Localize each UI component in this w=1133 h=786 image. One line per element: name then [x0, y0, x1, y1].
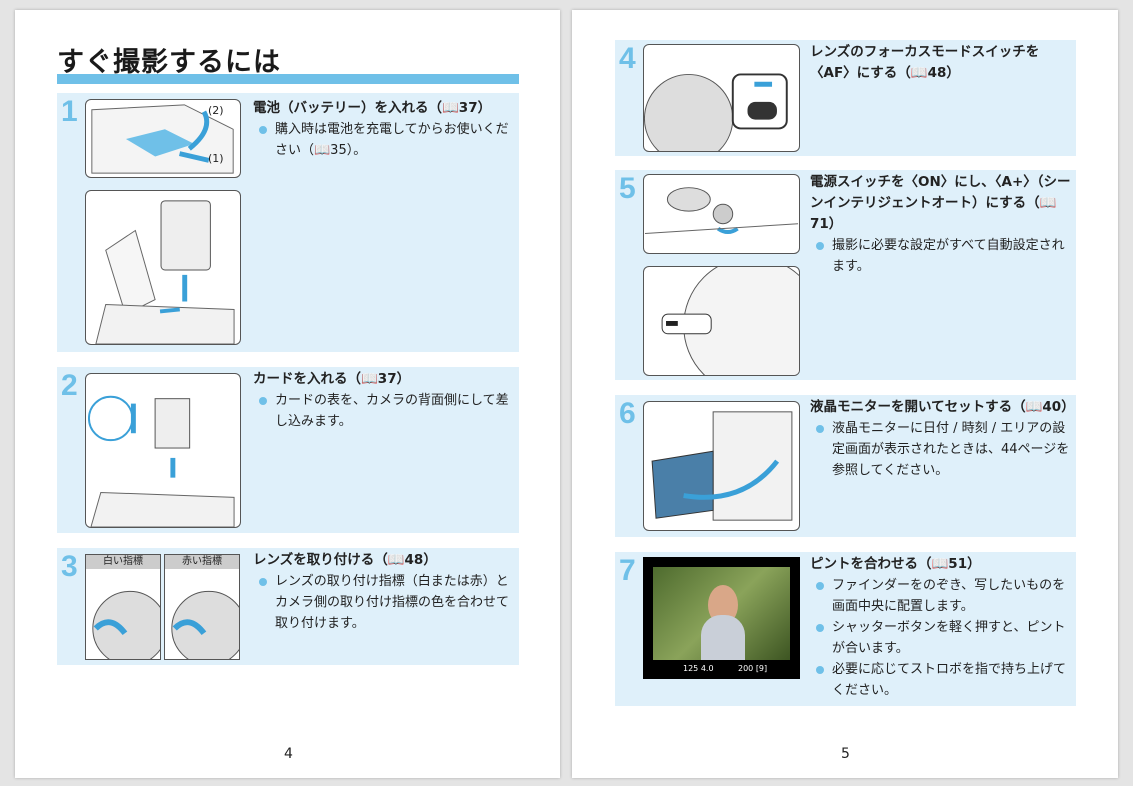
image-label: 白い指標	[86, 555, 160, 569]
step-number: 4	[619, 42, 636, 75]
bullet-item: 液晶モニターに日付 / 時刻 / エリアの設定画面が表示されたときは、44ページ…	[810, 418, 1074, 481]
bullet-item: ファインダーをのぞき、写したいものを画面中央に配置します。	[810, 575, 1074, 617]
step-heading: レンズを取り付ける（📖48）	[253, 552, 437, 568]
bullet-item: シャッターボタンを軽く押すと、ピントが合います。	[810, 617, 1074, 659]
step-heading: レンズのフォーカスモードスイッチを〈AF〉にする（📖48）	[810, 44, 1040, 81]
step-heading: ピントを合わせる（📖51）	[810, 556, 981, 572]
step-5: 5 電源スイッチを〈ON〉にし、〈A+〉（シーンインテリジェントオート）にする（…	[615, 170, 1076, 380]
page-right: 4 レンズのフォーカスモードスイッチを〈AF〉にする（📖48） 5 電源スイッチ…	[572, 10, 1118, 778]
battery-door-illustration: (2) (1)	[85, 99, 241, 178]
bullet-item: カードの表を、カメラの背面側にして差し込みます。	[253, 390, 515, 432]
battery-insert-illustration	[85, 190, 241, 345]
red-mount-illustration: 赤い指標	[164, 554, 240, 660]
lcd-monitor-illustration	[643, 401, 800, 531]
step-text: レンズのフォーカスモードスイッチを〈AF〉にする（📖48）	[810, 42, 1074, 84]
bullet-item: レンズの取り付け指標（白または赤）とカメラ側の取り付け指標の色を合わせて取り付け…	[253, 571, 515, 634]
card-insert-illustration	[85, 373, 241, 528]
step-text: 液晶モニターを開いてセットする（📖40） 液晶モニターに日付 / 時刻 / エリ…	[810, 397, 1075, 481]
page-left: すぐ撮影するには 1 (2) (1) 電池（バッテリー）を入れる（📖37） 購入…	[15, 10, 560, 778]
step-heading: 電池（バッテリー）を入れる（📖37）	[253, 100, 492, 116]
focus-switch-illustration	[643, 44, 800, 152]
mode-dial-illustration	[643, 266, 800, 376]
viewfinder-photo: 125 4.0 200 [9]	[643, 557, 800, 679]
label-2: (2)	[208, 104, 224, 117]
step-3: 3 白い指標 赤い指標 レンズを取り付ける（📖48） レンズの取り付け指標（白ま…	[57, 548, 519, 665]
step-text: ピントを合わせる（📖51） ファインダーをのぞき、写したいものを画面中央に配置し…	[810, 554, 1074, 701]
step-text: 電源スイッチを〈ON〉にし、〈A+〉（シーンインテリジェントオート）にする（📖7…	[810, 172, 1074, 277]
step-number: 1	[61, 95, 78, 128]
viewfinder-exposure: 125 4.0	[683, 664, 714, 673]
step-text: 電池（バッテリー）を入れる（📖37） 購入時は電池を充電してからお使いください（…	[253, 98, 515, 161]
step-number: 6	[619, 397, 636, 430]
step-text: レンズを取り付ける（📖48） レンズの取り付け指標（白または赤）とカメラ側の取り…	[253, 550, 515, 634]
bullet-item: 撮影に必要な設定がすべて自動設定されます。	[810, 235, 1074, 277]
step-4: 4 レンズのフォーカスモードスイッチを〈AF〉にする（📖48）	[615, 40, 1076, 156]
title-bar	[57, 74, 519, 84]
page-number: 4	[284, 746, 293, 762]
page-title: すぐ撮影するには	[57, 47, 281, 78]
step-heading: 液晶モニターを開いてセットする（📖40）	[810, 399, 1075, 415]
step-heading: 電源スイッチを〈ON〉にし、〈A+〉（シーンインテリジェントオート）にする（📖7…	[810, 174, 1071, 232]
step-number: 3	[61, 550, 78, 583]
step-number: 5	[619, 172, 636, 205]
image-label: 赤い指標	[165, 555, 239, 569]
bullet-item: 必要に応じてストロボを指で持ち上げてください。	[810, 659, 1074, 701]
step-number: 2	[61, 369, 78, 402]
step-6: 6 液晶モニターを開いてセットする（📖40） 液晶モニターに日付 / 時刻 / …	[615, 395, 1076, 537]
step-number: 7	[619, 554, 636, 587]
step-1: 1 (2) (1) 電池（バッテリー）を入れる（📖37） 購入時は電池を充電して…	[57, 93, 519, 352]
bullet-item: 購入時は電池を充電してからお使いください（📖35）。	[253, 119, 515, 161]
step-text: カードを入れる（📖37） カードの表を、カメラの背面側にして差し込みます。	[253, 369, 515, 432]
step-heading: カードを入れる（📖37）	[253, 371, 411, 387]
step-2: 2 カードを入れる（📖37） カードの表を、カメラの背面側にして差し込みます。	[57, 367, 519, 533]
viewfinder-iso: 200 [9]	[738, 664, 768, 673]
page-number: 5	[841, 746, 850, 762]
step-7: 7 125 4.0 200 [9] ピントを合わせる（📖51） ファインダーをの…	[615, 552, 1076, 706]
label-1: (1)	[208, 152, 224, 165]
power-switch-illustration	[643, 174, 800, 254]
white-mount-illustration: 白い指標	[85, 554, 161, 660]
